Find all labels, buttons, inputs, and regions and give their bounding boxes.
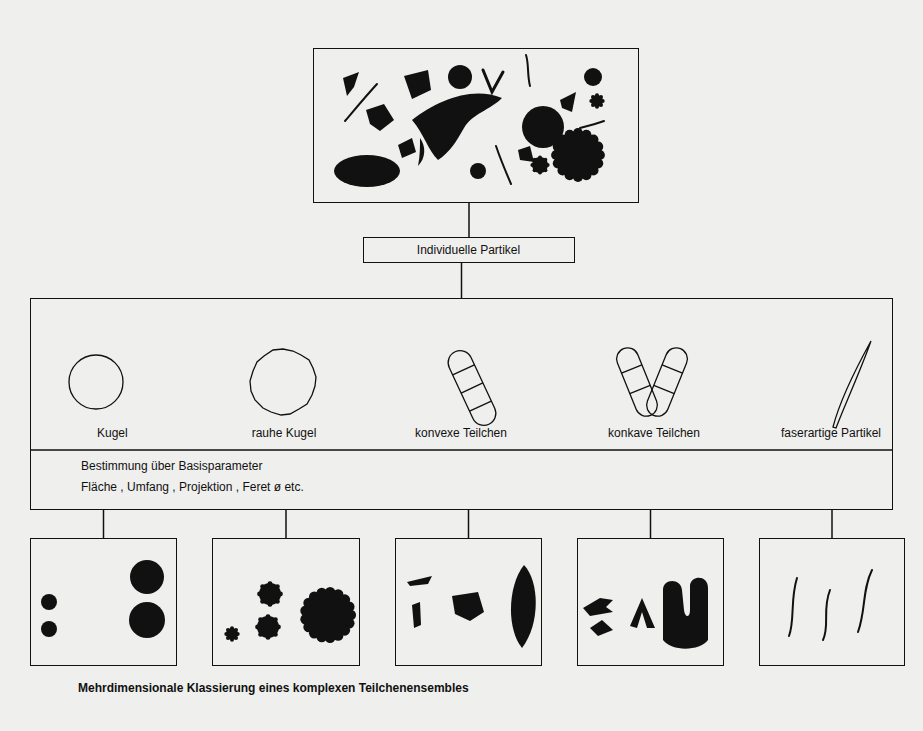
rough-particle: [226, 628, 230, 632]
rough-particle: [273, 617, 278, 622]
rough-particle: [234, 636, 238, 640]
rough-particle: [273, 632, 278, 637]
connector-line: [468, 203, 470, 237]
rough-particle: [304, 591, 352, 639]
rough-particle: [268, 581, 273, 586]
rough-particle: [266, 635, 271, 640]
shape-label: konvexe Teilchen: [415, 426, 507, 440]
particle-ensemble: [334, 65, 602, 187]
connector-line: [103, 510, 105, 538]
rough-particle: [257, 592, 262, 597]
shape-label: rauhe Kugel: [252, 426, 317, 440]
rough-particle: [599, 95, 603, 99]
rough-particle: [533, 168, 537, 172]
rough-particle: [230, 626, 234, 630]
rough-particle: [573, 172, 583, 182]
rough-particle: [260, 584, 265, 589]
rough-particle: [546, 163, 550, 167]
rough-particle: [258, 617, 263, 622]
rough-particle: [555, 132, 601, 178]
class-particles: [41, 560, 708, 649]
method-text: Fläche , Umfang , Projektion , Feret ø e…: [81, 480, 304, 494]
rough-particle: [595, 93, 599, 97]
image-box: [577, 538, 724, 666]
divider-line: [30, 449, 893, 451]
rough-particle: [260, 599, 265, 604]
rough-particle: [595, 150, 605, 160]
image-box: [313, 48, 639, 203]
rough-particle: [226, 636, 230, 640]
shape-label: faserartige Partikel: [781, 426, 881, 440]
box-label: Individuelle Partikel: [417, 243, 520, 257]
rough-particle: [553, 158, 563, 168]
image-box: [759, 538, 905, 666]
rough-particle: [601, 99, 605, 103]
connector-line: [831, 510, 833, 538]
rough-particle: [258, 632, 263, 637]
rough-particle: [257, 616, 279, 638]
rough-particle: [533, 158, 537, 162]
figure-caption: Mehrdimensionale Klassierung eines kompl…: [78, 681, 469, 695]
connector-line: [285, 510, 287, 538]
rough-particle: [543, 168, 547, 172]
rough-particle: [278, 592, 283, 597]
shape-label: konkave Teilchen: [608, 426, 700, 440]
rough-particle: [595, 105, 599, 109]
image-box: [30, 538, 177, 666]
rough-particle: [259, 583, 281, 605]
rough-particle: [565, 130, 575, 140]
rough-particle: [255, 625, 260, 630]
process-box: Individuelle Partikel: [363, 237, 575, 263]
rough-particle: [230, 638, 234, 642]
rough-particle: [236, 632, 240, 636]
rough-particle: [591, 95, 595, 99]
rough-particle: [543, 158, 547, 162]
rough-particle: [224, 632, 228, 636]
rough-particle: [538, 155, 542, 159]
connector-line: [650, 510, 652, 538]
rough-particle: [275, 599, 280, 604]
connector-line: [468, 510, 470, 538]
rough-particle: [551, 150, 561, 160]
rough-particle: [538, 171, 542, 175]
rough-particle: [275, 584, 280, 589]
image-box: [212, 538, 360, 666]
rough-particle: [573, 128, 583, 138]
connector-line: [461, 263, 463, 298]
rough-particle: [530, 163, 534, 167]
rough-particle: [599, 103, 603, 107]
rough-particle: [276, 625, 281, 630]
shape-label: Kugel: [97, 426, 128, 440]
rough-particle: [581, 170, 591, 180]
rough-particle: [591, 103, 595, 107]
rough-particle: [268, 602, 273, 607]
rough-particle: [593, 142, 603, 152]
rough-particle: [344, 601, 355, 612]
rough-particle: [266, 614, 271, 619]
rough-particle: [589, 99, 593, 103]
shape-icons: [30, 341, 893, 450]
image-box: [395, 538, 542, 666]
rough-particle: [234, 628, 238, 632]
method-heading: Bestimmung über Basisparameter: [81, 459, 262, 473]
classification-panel: Kugel rauhe Kugel konvexe Teilchen konkave …: [30, 298, 893, 510]
